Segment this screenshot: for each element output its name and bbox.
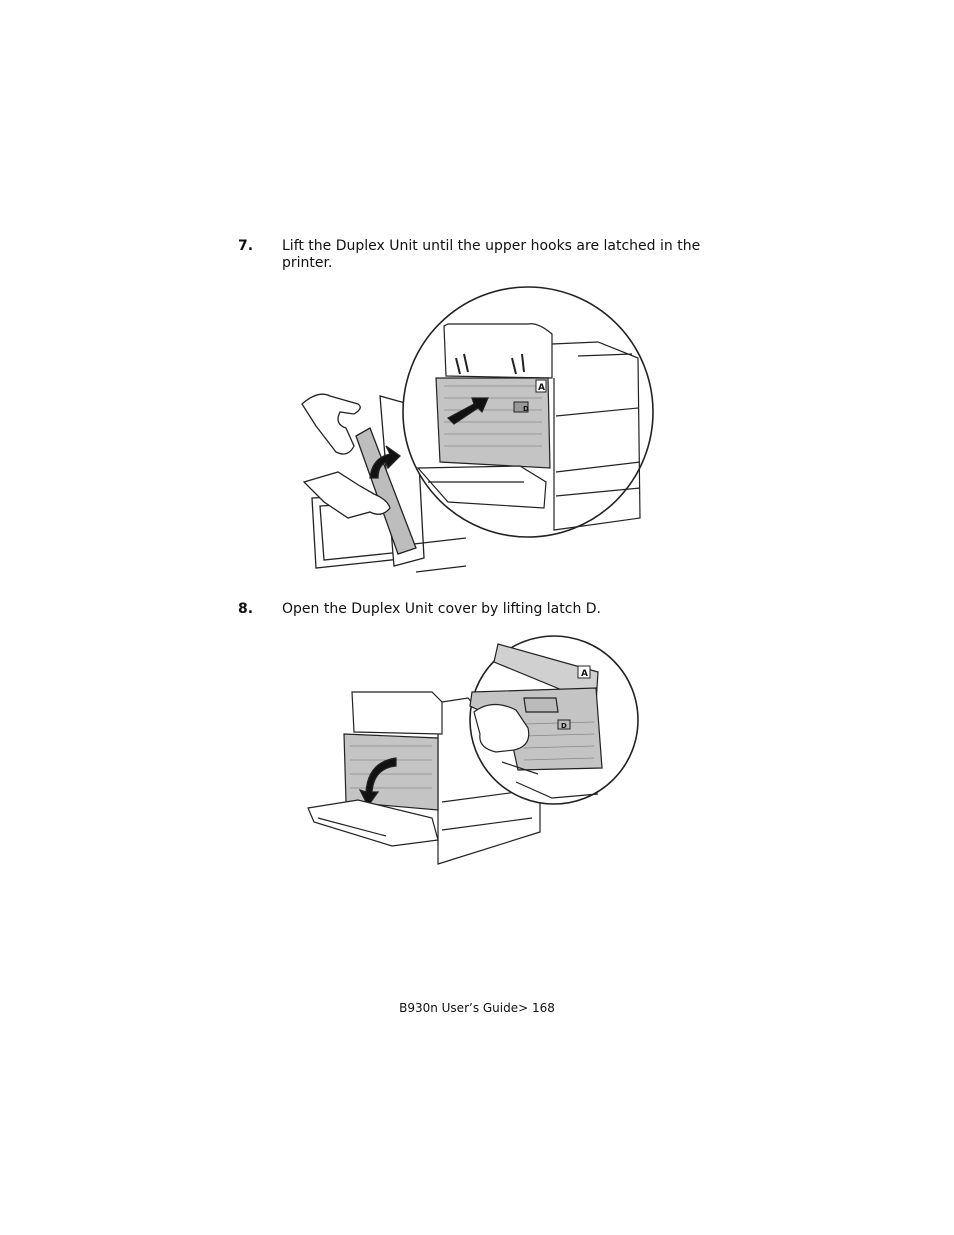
label-d: D <box>523 405 529 413</box>
label-d: D <box>561 722 567 730</box>
duplex-lift-illustration: A D <box>298 286 658 578</box>
step-text: Lift the Duplex Unit until the upper hoo… <box>282 238 712 272</box>
step-number: 7. <box>238 238 253 255</box>
step-number: 8. <box>238 601 253 618</box>
step-text: Open the Duplex Unit cover by lifting la… <box>282 601 712 618</box>
label-a: A <box>538 383 545 393</box>
page-footer: B930n User’s Guide> 168 <box>0 1001 954 1015</box>
label-a: A <box>581 669 588 679</box>
duplex-cover-open-illustration: A D <box>302 632 642 868</box>
